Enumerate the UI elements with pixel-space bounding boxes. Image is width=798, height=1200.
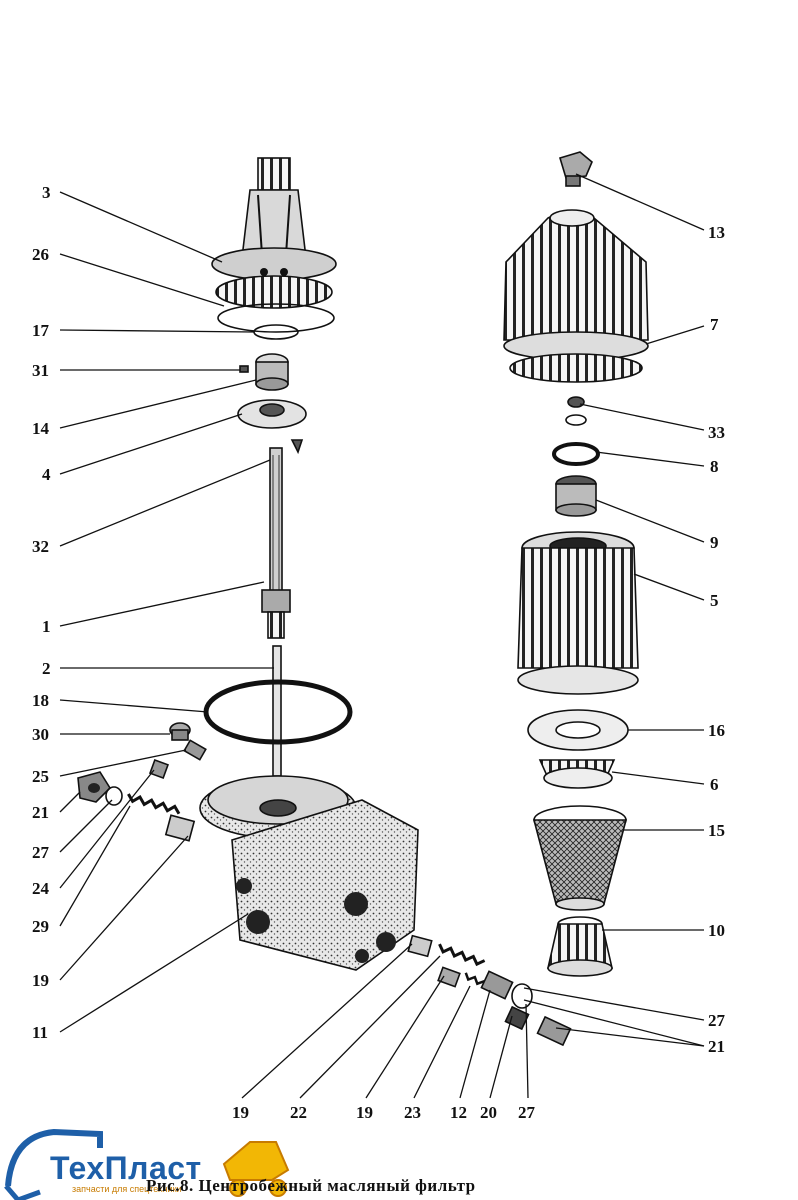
part-washer-16: [527, 709, 629, 751]
callout-13: 13: [708, 223, 725, 242]
callout-26: 26: [32, 245, 49, 264]
part-spring-22: [438, 943, 486, 967]
part-fitting-30: [169, 722, 191, 741]
part-flange-4: [237, 399, 307, 429]
part-fitting-25: [183, 739, 207, 761]
part-snap-ring-8: [552, 442, 600, 466]
callout-8: 8: [710, 457, 719, 476]
part-fitting-12: [480, 970, 514, 1000]
part-valve-19-bottom: [407, 934, 433, 958]
callout-7: 7: [710, 315, 719, 334]
part-screw: [290, 439, 304, 455]
callout-10: 10: [708, 921, 725, 940]
part-spring-29: [127, 793, 181, 815]
part-plug-20: [504, 1005, 530, 1031]
part-cone-10: [546, 916, 614, 977]
callout-25: 25: [32, 767, 49, 786]
part-plug-21-left: [77, 771, 112, 803]
part-nut-14: [255, 353, 289, 391]
callout-1: 1: [42, 617, 51, 636]
callout-33: 33: [708, 423, 725, 442]
part-cap-nut-13: [559, 151, 593, 187]
figure-caption: Рис.8. Центробежный масляный фильтр: [146, 1176, 476, 1195]
leader-lines: [59, 173, 705, 1099]
callout-11: 11: [32, 1023, 48, 1042]
part-washer-27-left: [105, 786, 123, 806]
part-rotor-cover-7: [503, 209, 649, 383]
part-washer-27-right: [511, 983, 533, 1009]
callout-21: 21: [32, 803, 49, 822]
part-plug-21-right: [536, 1015, 572, 1047]
part-pin-31: [239, 365, 249, 373]
callout-24: 24: [32, 879, 50, 898]
part-tube-2: [272, 645, 282, 777]
callout-15: 15: [708, 821, 725, 840]
part-rotor-axle-housing: [211, 157, 337, 309]
callout-21b: 21: [708, 1037, 725, 1056]
callout-16: 16: [708, 721, 725, 740]
callout-27c: 27: [518, 1103, 536, 1122]
callout-27: 27: [32, 843, 50, 862]
callout-27b: 27: [708, 1011, 726, 1030]
part-impeller-6: [538, 759, 616, 789]
part-valve-19-bottom-b: [437, 966, 461, 988]
part-mesh-screen-15: [532, 805, 628, 911]
part-valve-19-left: [164, 814, 196, 842]
part-nut-9: [555, 475, 597, 517]
callout-19c: 19: [356, 1103, 373, 1122]
callout-6: 6: [710, 775, 719, 794]
callout-20: 20: [480, 1103, 497, 1122]
callout-9: 9: [710, 533, 719, 552]
callout-30: 30: [32, 725, 49, 744]
logo-graphic: [4, 1128, 290, 1200]
callout-19: 19: [32, 971, 49, 990]
callout-5: 5: [710, 591, 719, 610]
part-fitting-24: [149, 759, 169, 779]
callout-32: 32: [32, 537, 49, 556]
callout-29: 29: [32, 917, 49, 936]
callout-19b: 19: [232, 1103, 249, 1122]
callout-labels: 3 26 17 31 14 4 32 1 2 18 30 25 21 27 24…: [32, 183, 726, 1122]
callout-31: 31: [32, 361, 49, 380]
callout-18: 18: [32, 691, 49, 710]
part-filter-body-11: [199, 775, 419, 971]
callout-2: 2: [42, 659, 51, 678]
callout-3: 3: [42, 183, 51, 202]
callout-22: 22: [290, 1103, 307, 1122]
callout-12: 12: [450, 1103, 467, 1122]
part-nut-33: [565, 396, 587, 426]
logo-tagline: запчасти для спецтехники: [72, 1184, 182, 1194]
callout-17: 17: [32, 321, 50, 340]
part-gasket-26: [217, 303, 335, 333]
part-shaft-1: [261, 447, 291, 639]
part-rotor-5: [517, 531, 639, 695]
logo-wordmark: ТехПласт: [50, 1150, 202, 1186]
callout-14: 14: [32, 419, 50, 438]
callout-23: 23: [404, 1103, 421, 1122]
callout-4: 4: [42, 465, 51, 484]
